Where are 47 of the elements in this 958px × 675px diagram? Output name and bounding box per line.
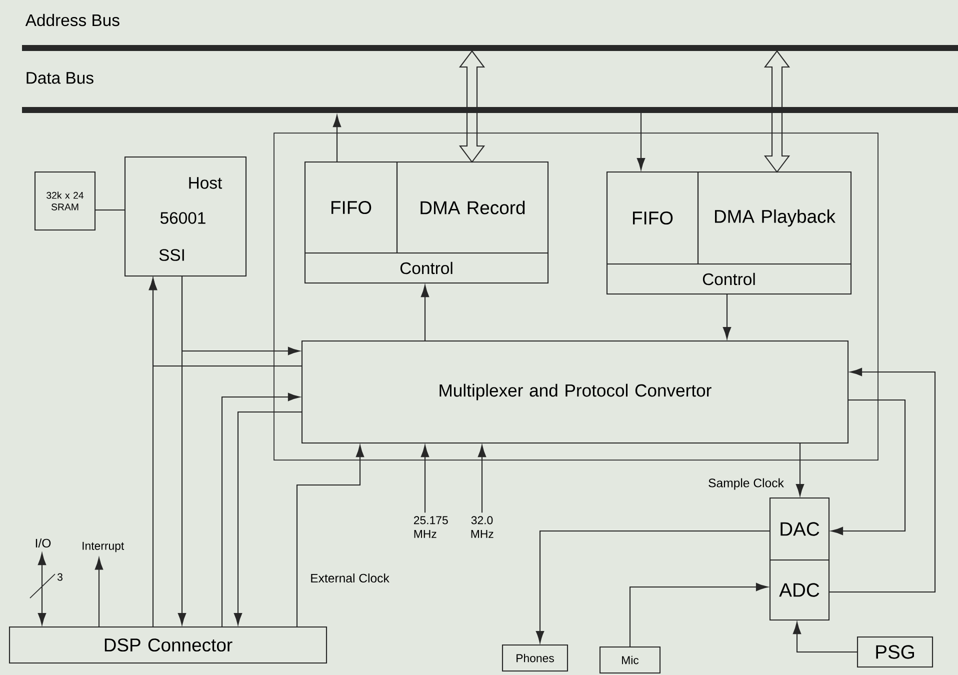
double-arrow — [458, 50, 486, 163]
edge-label: External Clock — [308, 572, 392, 584]
signal-label: Interrupt — [82, 542, 124, 552]
arrow — [722, 294, 732, 339]
arrow — [148, 278, 302, 367]
signal-label: I/O — [36, 538, 51, 548]
arrow — [829, 368, 936, 593]
frequency-label: 32.0 MHz — [471, 516, 494, 538]
psg-box: PSG — [856, 636, 934, 668]
arrow — [332, 115, 342, 162]
data-bus: Data Bus — [22, 72, 958, 113]
node-label: Address Bus — [25, 14, 120, 26]
multiplexer-box: Multiplexer and Protocol Convertor — [301, 340, 849, 444]
double-arrow — [764, 50, 790, 173]
edge-label: Sample Clock — [706, 476, 786, 492]
phones-box: Phones — [502, 644, 568, 672]
dma-box: DMA Record — [396, 161, 549, 254]
arrow — [478, 445, 486, 513]
control-box: Control — [304, 252, 549, 284]
double-arrow — [38, 553, 46, 625]
converter-box: ADC — [769, 559, 830, 621]
arrow — [296, 445, 364, 627]
arrow — [629, 582, 768, 647]
arrow — [420, 285, 430, 341]
processor-box: Host 56001 SSI — [124, 156, 247, 277]
frequency-label: 25.175 MHz — [414, 516, 448, 538]
dma-box: DMA Playback — [697, 171, 852, 265]
memory-box: 32k x 24 SRAM — [34, 171, 96, 231]
arrow — [792, 622, 858, 653]
fifo-box: FIFO — [304, 161, 398, 254]
fifo-box: FIFO — [606, 171, 699, 265]
address-bus: Address Bus — [22, 14, 958, 51]
connector-line — [95, 209, 125, 211]
arrow — [234, 411, 302, 625]
connector-box: DSP Connector — [8, 626, 328, 664]
mic-box: Mic — [599, 646, 661, 674]
arrow — [221, 392, 300, 627]
arrow — [636, 113, 646, 170]
converter-box: DAC — [769, 497, 830, 561]
arrow — [831, 399, 906, 536]
node-label: Data Bus — [26, 72, 94, 84]
arrow — [796, 443, 804, 496]
arrow — [181, 276, 300, 356]
arrow — [420, 445, 430, 513]
arrow — [94, 558, 104, 627]
control-box: Control — [606, 263, 852, 295]
arrow — [536, 530, 770, 643]
